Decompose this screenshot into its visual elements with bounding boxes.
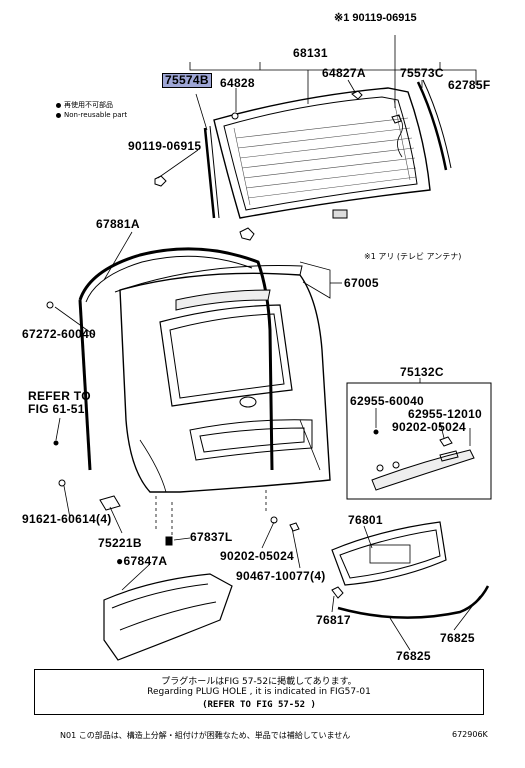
bullet-icon bbox=[56, 102, 61, 108]
label-75574B[interactable]: 75574B bbox=[162, 73, 212, 88]
label-75132C: 75132C bbox=[400, 365, 444, 379]
label-90119-06915-top: ※1 90119-06915 bbox=[334, 12, 417, 24]
label-90202-05024: 90202-05024 bbox=[220, 549, 295, 563]
note-line-ref[interactable]: (REFER TO FIG 57-52 ) bbox=[202, 700, 316, 710]
note-line-jp: プラグホールはFIG 57-52に掲載してあります。 bbox=[161, 677, 357, 687]
legend-non-reusable-en: Non-reusable part bbox=[56, 111, 127, 119]
legend-non-reusable-jp: 再使用不可部品 bbox=[56, 100, 113, 110]
label-75573C: 75573C bbox=[400, 66, 444, 80]
label-76825-b: 76825 bbox=[396, 649, 431, 663]
plug-hole-note: プラグホールはFIG 57-52に掲載してあります。 Regarding PLU… bbox=[34, 669, 484, 715]
label-62785F: 62785F bbox=[448, 78, 491, 92]
label-67847A: ●67847A bbox=[116, 554, 168, 568]
back-door-panel bbox=[114, 265, 331, 493]
label-67005: 67005 bbox=[344, 276, 379, 290]
label-67272-60040: 67272-60040 bbox=[22, 327, 97, 341]
glass-moulding-left bbox=[203, 127, 216, 219]
label-91621-60614: 91621-60614(4) bbox=[22, 512, 112, 526]
back-door-weatherstrip bbox=[78, 247, 274, 471]
label-76825-a: 76825 bbox=[440, 631, 475, 645]
figure-code: 672906K bbox=[452, 730, 488, 739]
note-line-en: Regarding PLUG HOLE , it is indicated in… bbox=[147, 687, 371, 697]
trim-board bbox=[103, 573, 233, 661]
glass-moulding-right bbox=[416, 81, 448, 171]
label-67837L: 67837L bbox=[190, 530, 233, 544]
footer-note: N01 この部品は、構造上分解・組付けが困難なため、単品では補給していません bbox=[60, 731, 351, 740]
label-refer-line2: FIG 61-51 bbox=[28, 402, 85, 416]
label-90202-05024-b: 90202-05024 bbox=[392, 420, 467, 434]
back-door-garnish bbox=[331, 521, 447, 586]
back-window-glass bbox=[213, 87, 431, 219]
antenna-note: ※1 アリ (テレビ アンテナ) bbox=[364, 252, 462, 261]
label-64828: 64828 bbox=[220, 76, 255, 90]
label-67881A: 67881A bbox=[96, 217, 140, 231]
label-62955-12010: 62955-12010 bbox=[408, 407, 483, 421]
label-90467-10077: 90467-10077(4) bbox=[236, 569, 326, 583]
label-68131: 68131 bbox=[293, 46, 328, 60]
label-75221B: 75221B bbox=[98, 536, 142, 550]
label-refer-line1: REFER TO bbox=[28, 389, 91, 403]
label-76817: 76817 bbox=[316, 613, 351, 627]
label-64827A: 64827A bbox=[322, 66, 366, 80]
label-90119-06915: 90119-06915 bbox=[128, 139, 202, 153]
stop-lamp-box bbox=[346, 382, 492, 500]
label-62955-60040: 62955-60040 bbox=[350, 394, 425, 408]
label-76801: 76801 bbox=[348, 513, 383, 527]
bullet-icon bbox=[56, 112, 61, 118]
